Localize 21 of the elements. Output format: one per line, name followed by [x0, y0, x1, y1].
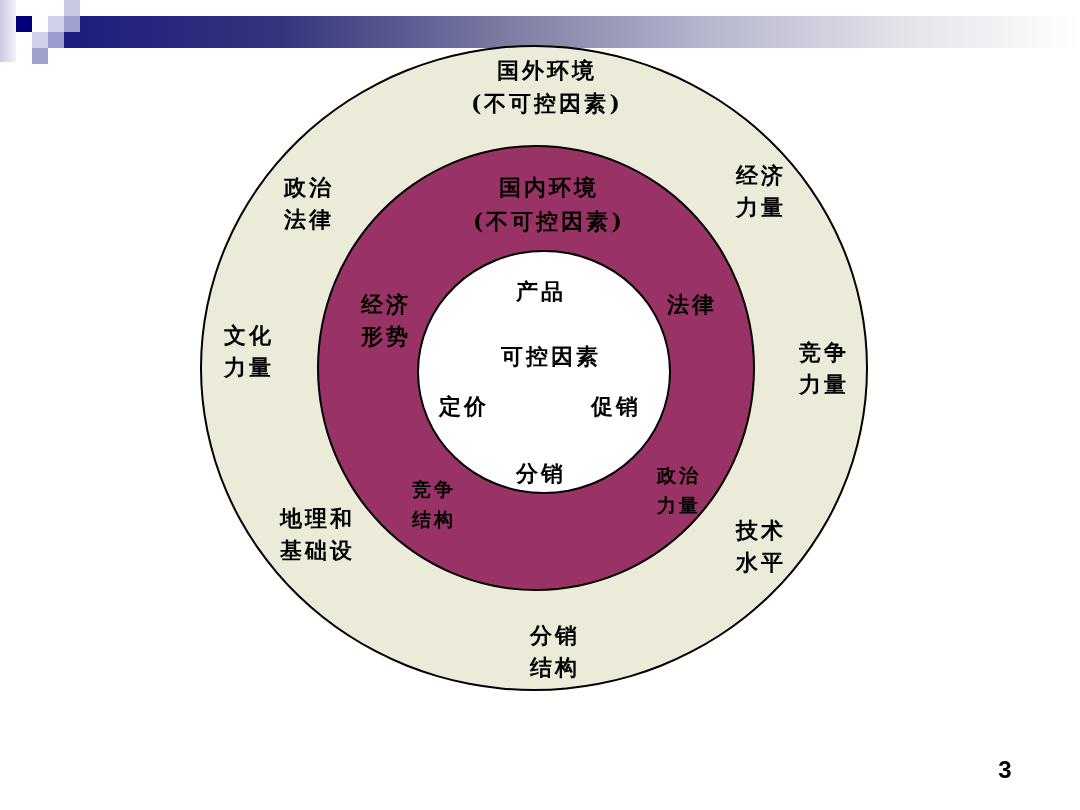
ring-subtitle: (不可控因素)	[471, 89, 623, 118]
factor-label: 竞争力量	[798, 338, 850, 399]
factor-label: 技术水平	[735, 516, 787, 577]
factor-label: 地理和基础设	[278, 504, 356, 565]
factor-label: 分销结构	[529, 621, 581, 682]
factor-label: 文化力量	[223, 321, 275, 382]
factor-label: 促销	[590, 392, 642, 421]
factor-label: 政治力量	[656, 463, 702, 518]
factor-label: 法律	[666, 290, 718, 319]
factor-label: 政治法律	[283, 173, 335, 234]
ring-title: 可控因素	[501, 342, 601, 371]
factor-label: 经济形势	[360, 290, 412, 351]
ring-title: 国内环境	[499, 173, 599, 202]
factor-label: 竞争结构	[411, 477, 457, 532]
page-number: 3	[998, 756, 1012, 784]
factor-label: 产品	[515, 277, 567, 306]
factor-label: 定价	[438, 392, 490, 421]
factor-label: 分销	[515, 459, 567, 488]
ring-subtitle: (不可控因素)	[473, 207, 625, 236]
ring-title: 国外环境	[497, 56, 597, 85]
factor-label: 经济力量	[735, 161, 787, 222]
